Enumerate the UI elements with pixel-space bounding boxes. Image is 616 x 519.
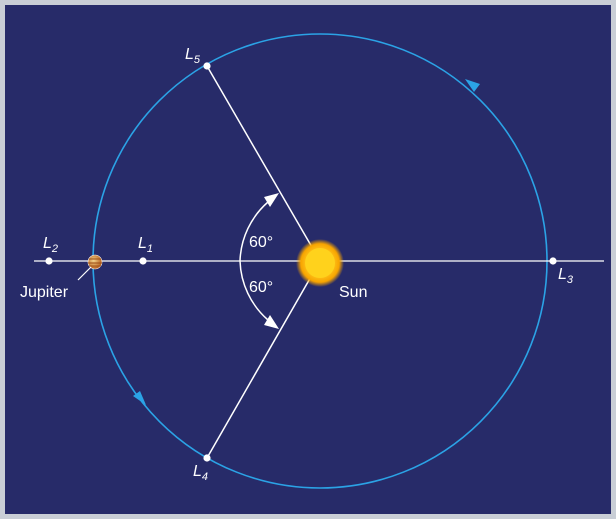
sun-label: Sun [339,284,367,301]
l4-label: L4 [193,463,208,483]
sun-to-l5-line [206,65,321,262]
lower-angle-label: 60° [249,279,273,296]
l1-label: L1 [138,235,153,255]
sun-to-l4-line [206,260,321,459]
l4-point [203,454,211,462]
l5-label: L5 [185,46,201,66]
l3-label: L3 [558,266,574,286]
jupiter-pointer-line [77,266,92,281]
upper-angle-label: 60° [249,234,273,251]
orbit-direction-arrow-lower [133,391,146,405]
lower-angle-arc [239,260,269,321]
upper-angle-arc [239,201,269,262]
l2-label: L2 [43,235,58,255]
l2-point [45,257,53,265]
jupiter-label: Jupiter [20,284,69,301]
jupiter-planet-icon [87,254,103,270]
orbit-direction-arrow-upper [465,79,480,92]
l5-point [203,62,211,70]
sun-icon [296,239,344,287]
lower-angle-arrowhead [264,315,279,329]
upper-angle-arrowhead [264,193,279,207]
l3-point [549,257,557,265]
l1-point [139,257,147,265]
